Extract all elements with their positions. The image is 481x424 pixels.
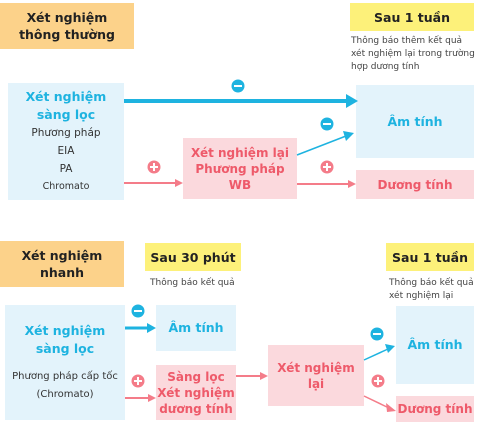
retest-box-bottom: Xét nghiệm lại (268, 345, 364, 406)
arrow-retest-to-positive-top (297, 180, 356, 188)
arrow-screening-to-negative-early (125, 323, 156, 333)
plus-circle-icon (131, 374, 145, 388)
retest-wb-box: Xét nghiệm lại Phương pháp WB (183, 138, 297, 199)
screening-test-box-top: Xét nghiệm sàng lọc Phương pháp EIA PA C… (8, 83, 124, 200)
minus-circle-icon (370, 327, 384, 341)
timing-1-week-top: Sau 1 tuần (350, 3, 474, 31)
arrow-retest-to-negative-bottom (363, 344, 395, 361)
timing-1w-note-bottom: Thông báo kết quả xét nghiệm lại (389, 278, 474, 301)
timing-note-top: Thông báo thêm kết quả xét nghiệm lại tr… (351, 36, 475, 72)
plus-circle-icon (320, 160, 334, 174)
minus-circle-icon (131, 304, 145, 318)
arrow-retest-to-negative-top (296, 131, 354, 156)
header-rapid-test: Xét nghiệm nhanh (0, 241, 124, 287)
screening-test-box-bottom: Xét nghiệm sàng lọc Phương pháp cấp tốc … (5, 305, 125, 420)
timing-30-note: Thông báo kết quả (150, 278, 235, 288)
positive-result-bottom: Dương tính (396, 396, 474, 422)
plus-circle-icon (147, 160, 161, 174)
negative-result-early: Âm tính (156, 305, 236, 351)
arrow-screening-to-positive (125, 394, 156, 402)
timing-30-minutes: Sau 30 phút (145, 243, 241, 271)
arrow-screening-to-negative-top (124, 94, 358, 108)
minus-circle-icon (231, 79, 245, 93)
arrow-screening-to-retest-top (124, 179, 183, 187)
header-standard-test: Xét nghiệm thông thường (0, 3, 134, 49)
arrow-positive-to-retest (236, 372, 268, 380)
screening-positive-box: Sàng lọc Xét nghiệm dương tính (156, 365, 236, 420)
arrow-retest-to-positive-bottom (363, 395, 396, 412)
timing-1-week-bottom: Sau 1 tuần (386, 243, 474, 271)
negative-result-bottom: Âm tính (396, 306, 474, 384)
plus-circle-icon (371, 374, 385, 388)
minus-circle-icon (320, 117, 334, 131)
negative-result-top: Âm tính (356, 85, 474, 158)
positive-result-top: Dương tính (356, 170, 474, 199)
